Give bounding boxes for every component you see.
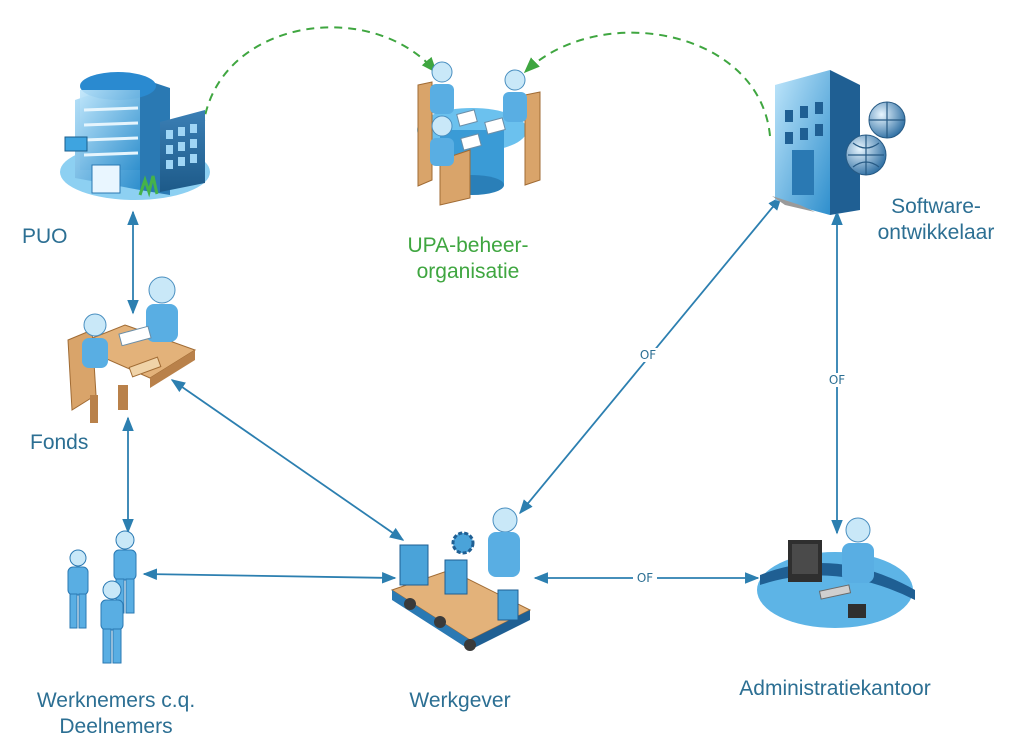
production-line-worker-icon bbox=[390, 507, 532, 651]
node-label-upa: UPA-beheer- organisatie bbox=[407, 234, 529, 283]
desk-workers-icon bbox=[67, 276, 197, 423]
edge-label-of-software-administratie: OF bbox=[826, 373, 848, 387]
meeting-table-icon bbox=[417, 61, 541, 206]
node-label-fonds: Fonds bbox=[30, 431, 89, 454]
dashed-arrow-software-upa bbox=[523, 31, 771, 137]
node-label-werkgever: Werkgever bbox=[409, 689, 511, 712]
arrow-fonds-werkgever bbox=[170, 379, 405, 541]
edge-label-of-werkgever-software: OF bbox=[637, 348, 659, 362]
people-group-icon bbox=[67, 530, 137, 664]
svg-text:OF: OF bbox=[637, 571, 653, 585]
computer-desk-worker-icon bbox=[757, 517, 915, 628]
edge-label-of-werkgever-administratie: OF bbox=[633, 571, 657, 585]
node-label-werknemers: Werknemers c.q. Deelnemers bbox=[36, 689, 196, 738]
arrow-werknemers-werkgever bbox=[142, 568, 397, 584]
svg-text:OF: OF bbox=[640, 348, 656, 362]
office-building-icon bbox=[60, 72, 210, 200]
dashed-arrow-puo-upa bbox=[202, 26, 438, 129]
node-label-puo: PUO bbox=[22, 225, 68, 248]
node-label-administratie: Administratiekantoor bbox=[739, 677, 931, 700]
server-building-globe-icon bbox=[772, 70, 906, 215]
svg-text:OF: OF bbox=[829, 373, 845, 387]
node-label-software: Software- ontwikkelaar bbox=[877, 195, 995, 244]
